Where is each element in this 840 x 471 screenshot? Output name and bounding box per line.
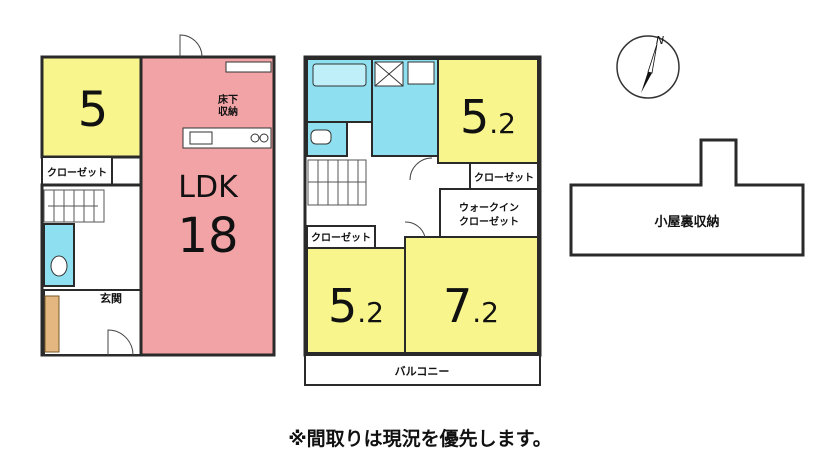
toilet-floor1 [43,223,75,287]
room-sw-size: 5.2 [328,279,384,333]
ldk-size: 18 [177,208,238,264]
entrance-label: 玄関 [100,291,122,305]
toilet-icon [310,129,332,145]
disclaimer-note: ※間取りは現況を優先します。 [288,428,552,450]
room-ldk [139,55,276,357]
balcony-label: バルコニー [395,365,450,378]
room-se-7-2 [404,236,539,354]
stairs-floor1 [43,189,105,223]
room-se-size: 7.2 [443,279,499,333]
door-swing [409,157,433,181]
closet-ne-label: クローゼット [474,171,534,184]
stairs-floor2 [307,159,367,206]
cupboard [225,61,272,73]
compass-ring [616,35,680,99]
compass-north-label: N [656,34,664,47]
attic-label: 小屋裏収納 [654,214,719,230]
entrance-area [43,289,142,356]
walk-in-closet-line2: クローゼット [459,215,519,228]
first-floor [40,34,276,357]
ldk-name: LDK [178,170,239,205]
wash-basin-icon [407,61,435,85]
toilet-bowl-icon [50,255,68,277]
door-swing [404,221,426,238]
room-ne-size: 5.2 [460,90,516,144]
second-floor [303,55,542,386]
compass [616,35,680,99]
stove-burner-icon [250,133,260,143]
room-western-5 [40,55,143,159]
room-western-size: 5 [78,82,109,138]
walk-in-closet-line1: ウォークイン [459,202,519,214]
closet-ne [469,162,539,190]
sink-icon [189,131,213,145]
underfloor-storage-line2: 収納 [218,105,238,118]
underfloor-storage-line1: 床下 [218,93,238,106]
shoe-box-wood [44,295,60,353]
balcony [304,354,541,386]
closet-floor1-label: クローゼット [47,166,107,179]
stove-burner-icon [259,133,269,143]
ldk-door-swing [179,34,203,58]
kitchen-counter [182,127,272,149]
entrance-door-swing [107,329,134,356]
closet-sw-label: クローゼット [311,231,371,244]
attic-storage [569,138,805,257]
room-ne-5-2 [437,58,539,164]
bathtub-icon [312,63,367,87]
